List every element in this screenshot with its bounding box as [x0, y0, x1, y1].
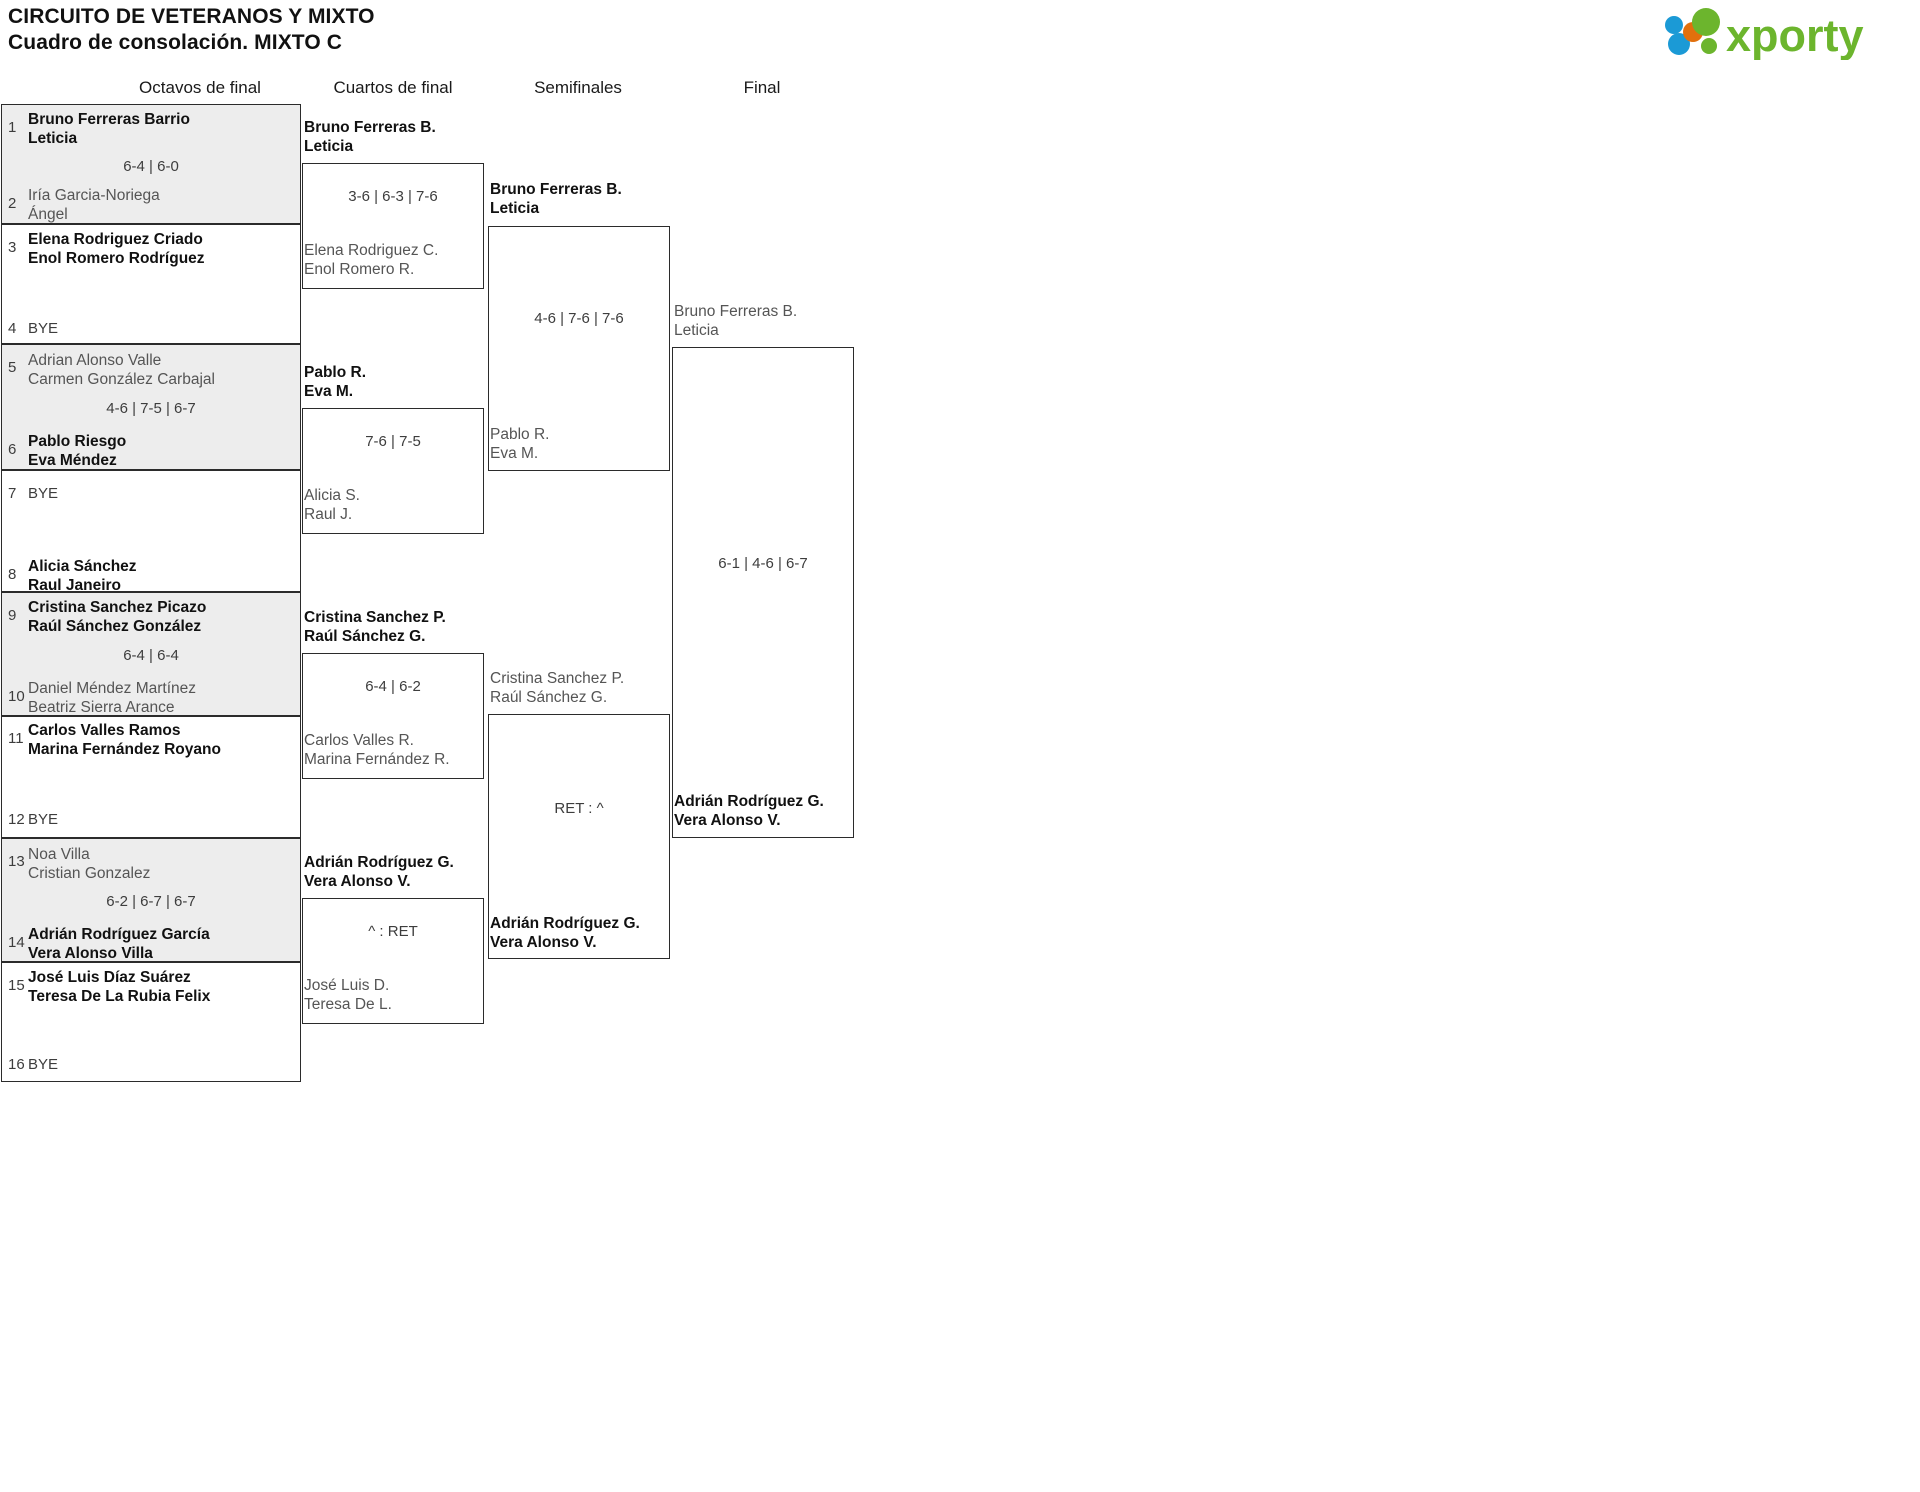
r1-match-2[interactable]: 3 Elena Rodriguez Criado Enol Romero Rod…: [1, 224, 301, 344]
r2-match-3-score: 6-4 | 6-2: [365, 678, 421, 695]
match-score: 6-2 | 6-7 | 6-7: [106, 893, 196, 910]
bye-label: BYE: [28, 320, 59, 337]
r4-match-1-bottom-player: Adrián Rodríguez G. Vera Alonso V.: [674, 793, 824, 829]
round-header-octavos: Octavos de final: [139, 78, 261, 97]
seed-number: 11: [8, 730, 24, 747]
r2-match-4-top-player: Adrián Rodríguez G. Vera Alonso V.: [304, 854, 454, 890]
player-names: Elena Rodriguez Criado Enol Romero Rodrí…: [28, 231, 205, 267]
r3-match-1-bottom-player: Pablo R. Eva M.: [490, 426, 550, 462]
r1-match-1[interactable]: 1 Bruno Ferreras Barrio Leticia 6-4 | 6-…: [1, 104, 301, 224]
bye-label: BYE: [28, 1056, 59, 1073]
round-header-cuartos: Cuartos de final: [333, 78, 453, 97]
tournament-title: CIRCUITO DE VETERANOS Y MIXTO: [8, 5, 375, 28]
r3-match-1-score: 4-6 | 7-6 | 7-6: [534, 310, 624, 327]
player-names: Carlos Valles Ramos Marina Fernández Roy…: [28, 722, 221, 758]
r4-match-1-top-player: Bruno Ferreras B. Leticia: [674, 303, 798, 339]
match-score: 4-6 | 7-5 | 6-7: [106, 400, 196, 417]
round-header-final: Final: [743, 78, 781, 97]
player-names: Adrián Rodríguez García Vera Alonso Vill…: [28, 926, 210, 962]
r1-match-6[interactable]: 11 Carlos Valles Ramos Marina Fernández …: [1, 716, 301, 838]
seed-number: 1: [8, 119, 17, 136]
seed-number: 13: [8, 853, 25, 870]
seed-number: 15: [8, 977, 25, 994]
xporty-logo: xporty: [1652, 8, 1902, 61]
player-names: Adrian Alonso Valle Carmen González Carb…: [28, 352, 215, 388]
match-score: 6-4 | 6-0: [123, 158, 179, 175]
bye-label: BYE: [28, 485, 59, 502]
seed-number: 12: [8, 811, 25, 828]
seed-number: 10: [8, 688, 25, 705]
r1-match-3[interactable]: 5 Adrian Alonso Valle Carmen González Ca…: [1, 344, 301, 470]
seed-number: 16: [8, 1056, 25, 1073]
r2-connector-3: [302, 653, 484, 779]
player-names: Iría Garcia-Noriega Ángel: [28, 187, 160, 223]
r2-match-1-score: 3-6 | 6-3 | 7-6: [348, 188, 438, 205]
r3-match-2-bottom-player: Adrián Rodríguez G. Vera Alonso V.: [490, 915, 640, 951]
r1-match-8[interactable]: 15 José Luis Díaz Suárez Teresa De La Ru…: [1, 962, 301, 1082]
r2-connector-4: [302, 898, 484, 1024]
round-header-semifinales: Semifinales: [534, 78, 622, 97]
page-title: CIRCUITO DE VETERANOS Y MIXTO Cuadro de …: [8, 4, 375, 56]
r4-match-1-score: 6-1 | 4-6 | 6-7: [718, 555, 808, 572]
seed-number: 14: [8, 934, 25, 951]
xporty-logo-icon: xporty: [1665, 8, 1864, 61]
seed-number: 3: [8, 239, 17, 256]
seed-number: 7: [8, 485, 17, 502]
r3-connector-2: [488, 714, 670, 959]
player-names: Pablo Riesgo Eva Méndez: [28, 433, 127, 469]
r3-match-1-top-player: Bruno Ferreras B. Leticia: [490, 181, 622, 217]
r2-match-1-top-player: Bruno Ferreras B. Leticia: [304, 119, 436, 155]
r3-match-2-score: RET : ^: [554, 800, 604, 817]
player-names: Bruno Ferreras Barrio Leticia: [28, 111, 190, 147]
player-names: José Luis Díaz Suárez Teresa De La Rubia…: [28, 969, 211, 1005]
player-names: Noa Villa Cristian Gonzalez: [28, 846, 151, 882]
r1-match-7[interactable]: 13 Noa Villa Cristian Gonzalez 6-2 | 6-7…: [1, 838, 301, 962]
player-names: Daniel Méndez Martínez Beatriz Sierra Ar…: [28, 680, 196, 716]
player-names: Cristina Sanchez Picazo Raúl Sánchez Gon…: [28, 599, 207, 635]
r2-match-2-score: 7-6 | 7-5: [365, 433, 421, 450]
match-score: 6-4 | 6-4: [123, 647, 179, 664]
r1-match-5[interactable]: 9 Cristina Sanchez Picazo Raúl Sánchez G…: [1, 592, 301, 716]
r2-match-4-score: ^ : RET: [368, 923, 418, 940]
bye-label: BYE: [28, 811, 59, 828]
r2-match-4-bottom-player: José Luis D. Teresa De L.: [304, 977, 392, 1013]
seed-number: 8: [8, 566, 17, 583]
r2-connector-1: [302, 163, 484, 289]
r2-match-1-bottom-player: Elena Rodriguez C. Enol Romero R.: [304, 242, 439, 278]
r3-match-2-top-player: Cristina Sanchez P. Raúl Sánchez G.: [490, 670, 625, 706]
player-names: Alicia Sánchez Raul Janeiro: [28, 558, 137, 594]
r1-match-4[interactable]: 7 BYE 8 Alicia Sánchez Raul Janeiro: [1, 470, 301, 594]
seed-number: 2: [8, 195, 17, 212]
r2-connector-2: [302, 408, 484, 534]
r2-match-3-top-player: Cristina Sanchez P. Raúl Sánchez G.: [304, 609, 446, 645]
seed-number: 4: [8, 320, 17, 337]
tournament-subtitle: Cuadro de consolación. MIXTO C: [8, 31, 342, 54]
seed-number: 5: [8, 359, 17, 376]
r3-connector-1: [488, 226, 670, 471]
seed-number: 6: [8, 441, 17, 458]
r2-match-3-bottom-player: Carlos Valles R. Marina Fernández R.: [304, 732, 450, 768]
r4-connector-1: [672, 347, 854, 838]
r2-match-2-top-player: Pablo R. Eva M.: [304, 364, 367, 400]
seed-number: 9: [8, 607, 17, 624]
svg-text:xporty: xporty: [1726, 10, 1864, 60]
r2-match-2-bottom-player: Alicia S. Raul J.: [304, 487, 360, 523]
